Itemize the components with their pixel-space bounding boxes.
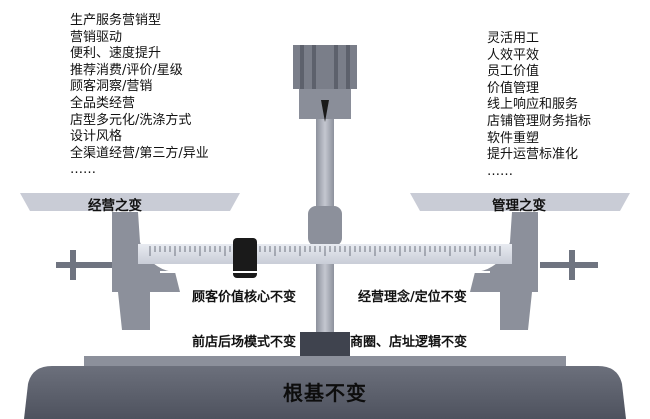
list-item: 便利、速度提升 — [70, 46, 162, 62]
list-item: 店铺管理财务指标 — [487, 113, 592, 129]
pillar-knob — [308, 206, 342, 246]
right-pan-label: 管理之变 — [492, 198, 546, 214]
list-item: 设计风格 — [70, 129, 123, 145]
list-item: 全渠道经营/第三方/异业 — [70, 145, 209, 161]
customer-value-label: 顾客价值核心不变 — [192, 290, 297, 305]
right-pan — [410, 193, 630, 211]
right-pan-support — [470, 212, 538, 330]
list-item: 店型多元化/洗涤方式 — [70, 112, 192, 128]
list-item: 软件重塑 — [487, 130, 540, 146]
list-item: 价值管理 — [487, 80, 540, 96]
list-item: 顾客洞察/营销 — [70, 79, 153, 95]
left-pan-support — [112, 212, 180, 330]
center-pillar — [316, 92, 334, 212]
business-philosophy-label: 经营理念/定位不变 — [358, 290, 467, 305]
list-item: 人效平效 — [487, 47, 540, 63]
base-platform — [24, 366, 626, 419]
list-item: 员工价值 — [487, 64, 540, 80]
list-item: …… — [487, 163, 513, 179]
base-label: 根基不变 — [283, 381, 367, 405]
business-changes-list: 生产服务营销型营销驱动便利、速度提升推荐消费/评价/星级顾客洞察/营销全品类经营… — [70, 13, 209, 179]
store-mode-label: 前店后场模式不变 — [192, 335, 297, 350]
list-item: 推荐消费/评价/星级 — [70, 62, 183, 78]
list-item: 线上响应和服务 — [487, 97, 579, 113]
left-pan — [20, 193, 240, 211]
base-top-bar — [84, 356, 566, 368]
top-weight — [293, 45, 357, 122]
beam-slider — [233, 238, 257, 278]
list-item: 全品类经营 — [70, 95, 136, 111]
left-pan-label: 经营之变 — [88, 198, 142, 214]
list-item: 营销驱动 — [70, 29, 123, 45]
list-item: …… — [70, 162, 96, 178]
list-item: 灵活用工 — [487, 31, 540, 46]
left-screw — [56, 250, 116, 280]
list-item: 提升运营标准化 — [487, 147, 579, 163]
lower-pillar-block — [300, 332, 350, 356]
lower-pillar — [316, 264, 334, 332]
management-changes-list: 灵活用工人效平效员工价值价值管理线上响应和服务店铺管理财务指标软件重塑提升运营标… — [487, 31, 591, 180]
location-logic-label: 商圈、店址逻辑不变 — [350, 335, 468, 350]
list-item: 生产服务营销型 — [70, 13, 162, 28]
right-screw — [540, 250, 598, 280]
